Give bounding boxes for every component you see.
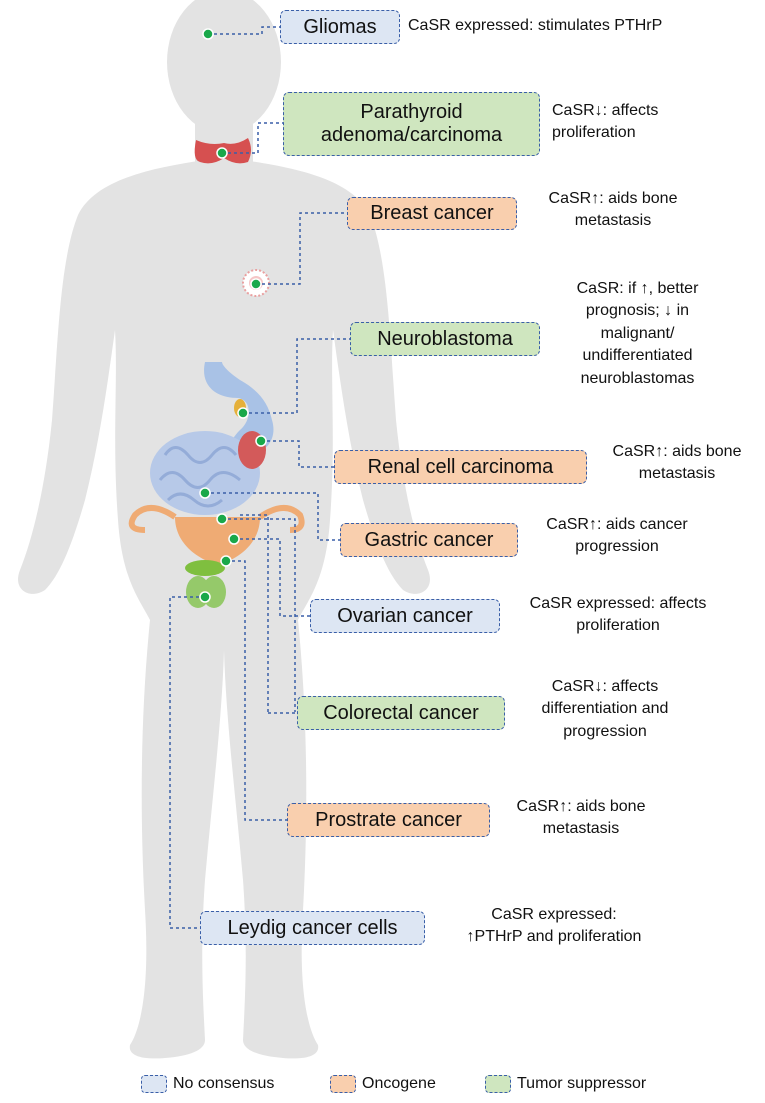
legend-item-no-consensus: No consensus: [141, 1075, 274, 1093]
note-line: metastasis: [542, 820, 620, 838]
note-line: proliferation: [576, 617, 660, 635]
note-line: CaSR expressed:: [491, 906, 617, 923]
note-neuroblastoma: CaSR: if ↑, better prognosis; ↓ in malig…: [550, 278, 725, 390]
intestine-folds: [158, 446, 241, 508]
note-line: progression: [575, 538, 659, 556]
fallopian-tube-right: [258, 505, 305, 533]
note-line: CaSR↓: affects: [552, 102, 659, 119]
note-line: prognosis; ↓ in: [585, 302, 690, 320]
connector-lines: [169, 26, 350, 929]
note-renal-cell-carcinoma: CaSR↑: aids bone metastasis: [594, 441, 760, 486]
label-line: adenoma/carcinoma: [320, 124, 503, 146]
label-ovarian-cancer: Ovarian cancer: [310, 599, 500, 633]
note-prostrate-cancer: CaSR↑: aids bone metastasis: [496, 796, 666, 841]
note-gliomas: CaSR expressed: stimulates PTHrP: [408, 15, 662, 37]
note-line: CaSR↓: affects: [551, 678, 659, 695]
legend-item-tumor-suppressor: Tumor suppressor: [485, 1075, 646, 1093]
label-parathyroid: Parathyroid adenoma/carcinoma: [283, 92, 540, 156]
note-line: CaSR expressed: affects: [529, 595, 707, 612]
legend-label: Oncogene: [362, 1075, 436, 1092]
organ-markers: [199, 28, 267, 603]
note-breast-cancer: CaSR↑: aids bone metastasis: [530, 188, 696, 233]
note-line: CaSR↑: aids bone: [516, 798, 646, 815]
note-line: differentiation and: [541, 700, 669, 718]
label-colorectal-cancer: Colorectal cancer: [297, 696, 505, 730]
legend-swatch-oncogene: [330, 1075, 356, 1093]
note-gastric-cancer: CaSR↑: aids cancer progression: [528, 514, 706, 559]
label-neuroblastoma: Neuroblastoma: [350, 322, 540, 356]
note-line: CaSR expressed: stimulates PTHrP: [408, 17, 663, 34]
label-line: Parathyroid: [360, 101, 463, 123]
note-line: CaSR↑: aids cancer: [546, 516, 688, 533]
stomach: [204, 362, 274, 455]
label-renal-cell-carcinoma: Renal cell carcinoma: [334, 450, 587, 484]
note-line: malignant/: [600, 324, 675, 342]
note-ovarian-cancer: CaSR expressed: affects proliferation: [508, 593, 728, 638]
note-line: neuroblastomas: [580, 369, 695, 387]
label-gliomas: Gliomas: [280, 10, 400, 44]
legend-swatch-no-consensus: [141, 1075, 167, 1093]
uterus: [175, 517, 260, 565]
note-leydig-cancer-cells: CaSR expressed: ↑PTHrP and proliferation: [440, 904, 668, 949]
note-line: CaSR↑: aids bone: [612, 443, 742, 460]
note-line: metastasis: [638, 465, 716, 483]
note-line: CaSR↑: aids bone: [548, 190, 678, 207]
legend-swatch-tumor-suppressor: [485, 1075, 511, 1093]
note-line: progression: [563, 722, 647, 740]
note-line: proliferation: [552, 124, 636, 142]
prostate: [185, 560, 225, 576]
fallopian-tube-left: [128, 505, 177, 533]
note-parathyroid: CaSR↓: affects proliferation: [552, 100, 658, 145]
note-line: undifferentiated: [582, 347, 693, 365]
label-breast-cancer: Breast cancer: [347, 197, 517, 230]
legend-label: Tumor suppressor: [517, 1075, 647, 1092]
note-line: CaSR: if ↑, better: [576, 280, 699, 297]
note-line: ↑PTHrP and proliferation: [466, 928, 642, 946]
note-line: metastasis: [574, 212, 652, 230]
legend-label: No consensus: [173, 1075, 275, 1092]
label-gastric-cancer: Gastric cancer: [340, 523, 518, 557]
label-leydig-cancer-cells: Leydig cancer cells: [200, 911, 425, 945]
legend-item-oncogene: Oncogene: [330, 1075, 436, 1093]
label-prostrate-cancer: Prostrate cancer: [287, 803, 490, 837]
note-colorectal-cancer: CaSR↓: affects differentiation and progr…: [515, 676, 695, 743]
